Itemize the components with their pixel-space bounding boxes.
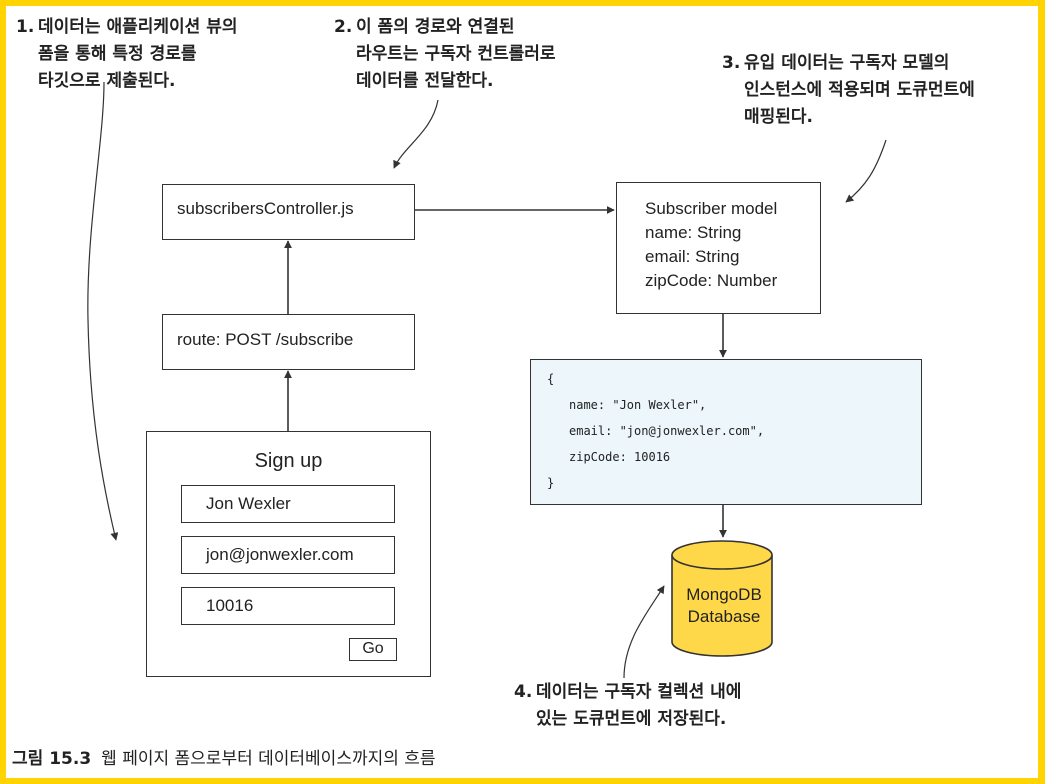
- signup-title: Sign up: [254, 450, 323, 472]
- model-field-email: email: String: [645, 247, 740, 266]
- note-4-line-2: 있는 도큐먼트에 저장된다.: [536, 709, 727, 729]
- note-2-line-3: 데이터를 전달한다.: [356, 71, 494, 91]
- note-1-number: 1.: [16, 17, 35, 37]
- model-title: Subscriber model: [645, 199, 778, 218]
- note-1: 1.데이터는 애플리케이션 뷰의 폼을 통해 특정 경로를 타깃으로 제출된다.: [16, 14, 238, 95]
- document-zipcode-line: zipCode: 10016: [569, 450, 671, 464]
- signup-form: Sign up Jon Wexler jon@jonwexler.com 100…: [146, 431, 431, 677]
- zipcode-field[interactable]: 10016: [181, 587, 395, 625]
- note-2-line-1: 이 폼의 경로와 연결된: [356, 17, 515, 37]
- document-box: { name: "Jon Wexler", email: "jon@jonwex…: [530, 359, 922, 505]
- note-2-number: 2.: [334, 17, 353, 37]
- note-1-line-3: 타깃으로 제출된다.: [38, 71, 176, 91]
- callout-curve-1: [87, 81, 119, 541]
- note-3-line-1: 유입 데이터는 구독자 모델의: [744, 53, 950, 73]
- note-2-line-2: 라우트는 구독자 컨트롤러로: [356, 44, 556, 64]
- controller-label: subscribersController.js: [177, 199, 354, 218]
- note-3-line-3: 매핑된다.: [744, 107, 814, 127]
- figure-page: 1.데이터는 애플리케이션 뷰의 폼을 통해 특정 경로를 타깃으로 제출된다.…: [6, 6, 1038, 778]
- go-button[interactable]: Go: [349, 638, 397, 661]
- model-field-zipcode: zipCode: Number: [645, 271, 778, 290]
- subscriber-model-box: Subscriber model name: String email: Str…: [616, 182, 821, 314]
- database-label: MongoDB Database: [666, 584, 782, 628]
- note-4: 4.데이터는 구독자 컬렉션 내에 있는 도큐먼트에 저장된다.: [514, 679, 741, 733]
- email-field[interactable]: jon@jonwexler.com: [181, 536, 395, 574]
- note-2: 2.이 폼의 경로와 연결된 라우트는 구독자 컨트롤러로 데이터를 전달한다.: [334, 14, 556, 95]
- callout-curve-4: [623, 585, 665, 679]
- callout-curve-2: [393, 99, 439, 169]
- document-open-brace: {: [547, 372, 555, 386]
- note-4-line-1: 데이터는 구독자 컬렉션 내에: [536, 682, 742, 702]
- figure-caption: 그림 15.3 웹 페이지 폼으로부터 데이터베이스까지의 흐름: [12, 744, 436, 769]
- note-3: 3.유입 데이터는 구독자 모델의 인스턴스에 적용되며 도큐먼트에 매핑된다.: [722, 50, 975, 131]
- route-box: route: POST /subscribe: [162, 314, 415, 370]
- database-label-line-2: Database: [687, 607, 761, 626]
- document-close-brace: }: [547, 476, 555, 490]
- route-label: route: POST /subscribe: [177, 330, 354, 349]
- figure-number: 그림 15.3: [12, 749, 92, 769]
- note-3-line-2: 인스턴스에 적용되며 도큐먼트에: [744, 80, 975, 100]
- caption-text: 웹 페이지 폼으로부터 데이터베이스까지의 흐름: [101, 749, 436, 769]
- note-4-number: 4.: [514, 682, 533, 702]
- document-name-line: name: "Jon Wexler",: [569, 398, 707, 412]
- note-1-line-2: 폼을 통해 특정 경로를: [38, 44, 197, 64]
- controller-box: subscribersController.js: [162, 184, 415, 240]
- mongodb-database-cylinder: [671, 540, 773, 657]
- note-3-number: 3.: [722, 53, 741, 73]
- name-field[interactable]: Jon Wexler: [181, 485, 395, 523]
- note-1-line-1: 데이터는 애플리케이션 뷰의: [38, 17, 238, 37]
- model-field-name: name: String: [645, 223, 742, 242]
- database-label-line-1: MongoDB: [686, 585, 762, 604]
- callout-curve-3: [845, 139, 887, 203]
- document-email-line: email: "jon@jonwexler.com",: [569, 424, 765, 438]
